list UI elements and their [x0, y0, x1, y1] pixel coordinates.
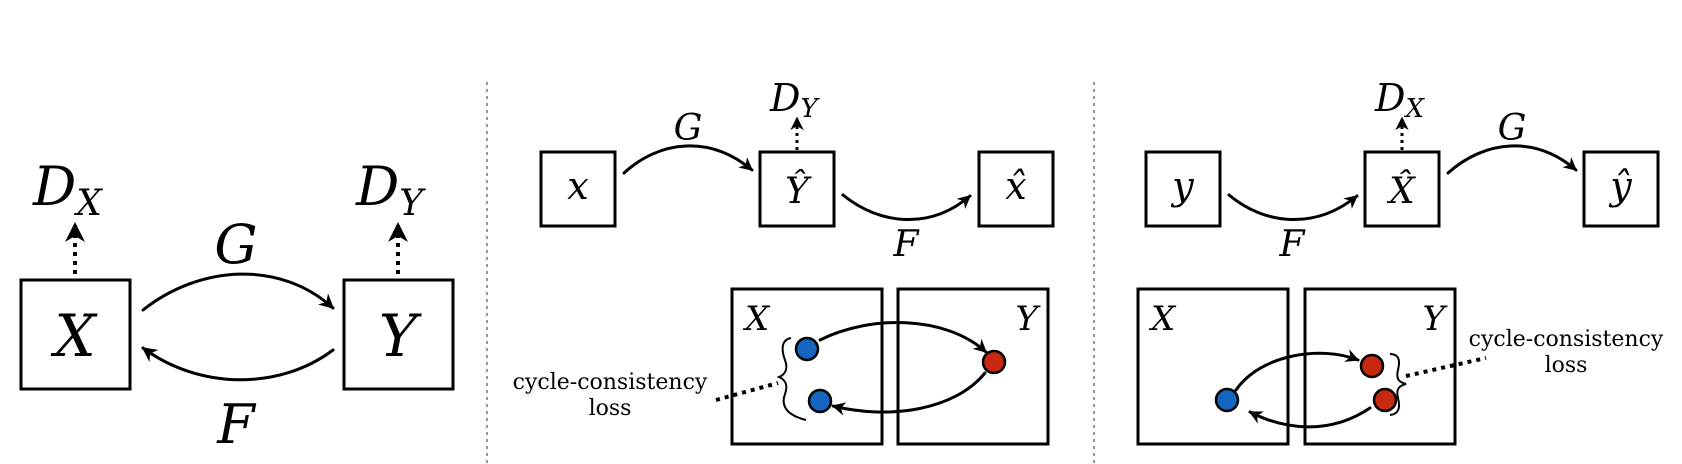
space-x-box: [730, 287, 884, 446]
generated-x-label: X̂: [1386, 169, 1416, 212]
panel-c: y X̂ ŷ DX F G X Y cycle-consistency loss: [1136, 76, 1664, 446]
domain-y-box: [342, 278, 455, 391]
domain-x-box: [19, 278, 132, 391]
reconstructed-x-box: [977, 150, 1055, 228]
panel-b: x Ŷ x̂ DY G F X Y cycle-consistency loss: [513, 76, 1055, 446]
forward-map-arrow: [818, 321, 988, 354]
domain-x-label: X: [50, 302, 98, 370]
generated-y-box: [758, 150, 836, 228]
loss-label-line2: loss: [589, 396, 632, 421]
disc-y-label: DY: [355, 155, 426, 224]
sample-y-box: [1144, 150, 1222, 228]
loss-brace: [776, 337, 807, 421]
space-y-label: Y: [1016, 299, 1042, 339]
reconstructed-y-label: ŷ: [1608, 164, 1632, 208]
loss-label-line1: cycle-consistency: [1469, 327, 1664, 352]
map-f-label: F: [216, 393, 257, 456]
panel-a: X Y DX DY G F: [19, 155, 455, 456]
map-g-label: G: [674, 108, 703, 149]
reconstructed-point: [807, 388, 833, 414]
loss-label-line2: loss: [1545, 353, 1588, 378]
space-y-label: Y: [1423, 299, 1449, 339]
map-f-arrow: [1227, 193, 1359, 222]
map-g-arrow: [1446, 144, 1578, 175]
map-g-label: G: [214, 213, 257, 276]
map-g-label: G: [1498, 108, 1527, 149]
loss-label-line1: cycle-consistency: [513, 370, 708, 395]
backward-map-arrow: [831, 371, 987, 416]
disc-x-label: DX: [32, 155, 103, 224]
disc-x-label: DX: [1374, 76, 1425, 124]
domain-y-label: Y: [379, 302, 422, 370]
space-y-box: [896, 287, 1050, 446]
space-x-label: X: [1148, 299, 1177, 339]
reconstructed-y-box: [1582, 150, 1660, 228]
generated-x-box: [1363, 150, 1441, 228]
space-x-label: X: [742, 299, 771, 339]
backward-map-arrow: [1248, 406, 1372, 429]
sample-y-label: y: [1170, 164, 1194, 208]
reconstructed-x-label: x̂: [1005, 164, 1026, 208]
source-point: [1214, 387, 1240, 413]
map-f-label: F: [1279, 224, 1307, 265]
map-g-arrow: [622, 144, 754, 175]
reconstructed-point: [1372, 387, 1398, 413]
translated-point: [1359, 353, 1385, 379]
sample-x-label: x: [567, 164, 588, 208]
disc-y-label: DY: [769, 76, 820, 124]
map-f-label: F: [893, 224, 921, 265]
map-g-arrow: [141, 272, 335, 312]
forward-map-arrow: [1234, 349, 1360, 392]
generated-y-label: Ŷ: [785, 170, 812, 212]
map-f-arrow: [141, 346, 335, 382]
source-point: [794, 336, 820, 362]
sample-x-box: [539, 150, 617, 228]
map-f-arrow: [841, 193, 972, 222]
loss-leader-line: [715, 381, 779, 402]
translated-point: [981, 349, 1007, 375]
loss-brace: [1389, 353, 1407, 416]
